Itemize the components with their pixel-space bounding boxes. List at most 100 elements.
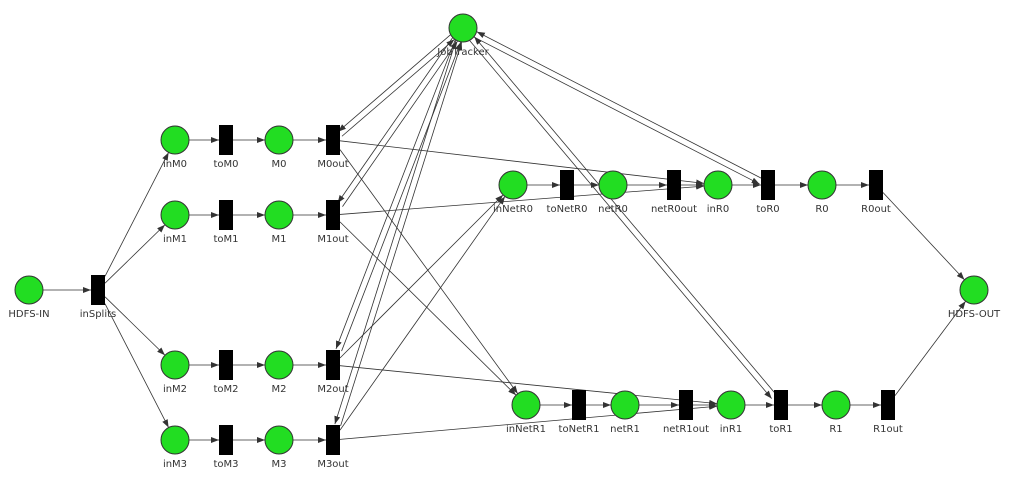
place-m3[interactable] (264, 425, 294, 455)
arc-insplits-to-inm1 (104, 224, 166, 284)
place-label-hdfs-out: HDFS-OUT (948, 309, 1001, 320)
arc-m1out-to-inr0 (339, 183, 705, 215)
place-inm3[interactable] (160, 425, 190, 455)
place-inr0[interactable] (703, 170, 733, 200)
transition-label-m2out: M2out (317, 384, 348, 395)
transition-label-tonetr0: toNetR0 (547, 204, 588, 215)
arc-m2out-to-jobtracker (341, 41, 462, 352)
transition-r0out[interactable] (869, 170, 883, 200)
transition-m3out[interactable] (326, 425, 340, 455)
arc-m3out-to-innetr0 (339, 196, 506, 431)
place-label-inr0: inR0 (707, 204, 729, 215)
place-m1[interactable] (264, 200, 294, 230)
place-label-netr0: netR0 (598, 204, 628, 215)
transition-netr1out[interactable] (679, 390, 693, 420)
arc-jobtracker-to-tor1 (469, 40, 773, 399)
place-r1[interactable] (821, 390, 851, 420)
place-label-inm1: inM1 (163, 234, 187, 245)
transition-m2out[interactable] (326, 350, 340, 380)
place-label-r1: R1 (829, 424, 842, 435)
place-netr1[interactable] (610, 390, 640, 420)
place-netr0[interactable] (598, 170, 628, 200)
place-m2[interactable] (264, 350, 294, 380)
arc-jobtracker-to-tor0 (473, 36, 760, 185)
arc-insplits-to-inm0 (104, 152, 169, 277)
transition-label-tor1: toR1 (769, 424, 792, 435)
nodes-layer (14, 13, 989, 455)
transition-label-tom2: toM2 (213, 384, 238, 395)
place-innetr0[interactable] (498, 170, 528, 200)
transition-label-netr1out: netR1out (663, 424, 709, 435)
transition-tom3[interactable] (219, 425, 233, 455)
transition-label-r1out: R1out (873, 424, 903, 435)
transition-label-insplits: inSplits (80, 309, 117, 320)
place-hdfs-in[interactable] (14, 275, 44, 305)
arc-tor0-to-jobtracker (476, 31, 763, 180)
arc-m2out-to-inr1 (339, 365, 718, 406)
transition-label-r0out: R0out (861, 204, 891, 215)
arc-m0out-to-innetr1 (339, 149, 519, 394)
arc-r1out-to-hdfs-out (894, 300, 966, 396)
transition-label-m0out: M0out (317, 159, 348, 170)
transition-m0out[interactable] (326, 125, 340, 155)
place-hdfs-out[interactable] (959, 275, 989, 305)
transition-tom1[interactable] (219, 200, 233, 230)
place-label-m1: M1 (272, 234, 287, 245)
arc-insplits-to-inm3 (104, 303, 169, 428)
transition-m1out[interactable] (326, 200, 340, 230)
place-label-inm3: inM3 (163, 459, 187, 470)
transition-label-tonetr1: toNetR1 (559, 424, 600, 435)
place-label-netr1: netR1 (610, 424, 640, 435)
arc-jobtracker-to-m3out (334, 40, 457, 425)
arc-tor1-to-jobtracker (474, 36, 777, 396)
place-label-m2: M2 (272, 384, 287, 395)
place-m0[interactable] (264, 125, 294, 155)
transition-label-tom3: toM3 (213, 459, 238, 470)
arc-jobtracker-to-m2out (335, 39, 456, 350)
transition-label-tor0: toR0 (756, 204, 779, 215)
place-inm1[interactable] (160, 200, 190, 230)
arcs-layer (43, 31, 966, 443)
place-innetr1[interactable] (511, 390, 541, 420)
transition-tor1[interactable] (774, 390, 788, 420)
place-inr1[interactable] (716, 390, 746, 420)
transition-netr0out[interactable] (667, 170, 681, 200)
place-label-r0: R0 (815, 204, 828, 215)
place-label-inm0: inM0 (163, 159, 187, 170)
place-jobtracker[interactable] (448, 13, 478, 43)
place-label-hdfs-in: HDFS-IN (8, 309, 49, 320)
place-label-innetr0: inNetR0 (493, 204, 533, 215)
transition-label-tom0: toM0 (213, 159, 238, 170)
place-inm2[interactable] (160, 350, 190, 380)
transition-label-netr0out: netR0out (651, 204, 697, 215)
arc-m1out-to-innetr1 (339, 221, 517, 396)
arc-m3out-to-inr1 (339, 403, 718, 440)
transition-tom0[interactable] (219, 125, 233, 155)
transition-tor0[interactable] (761, 170, 775, 200)
arc-m0out-to-inr0 (339, 140, 705, 186)
transition-tonetr0[interactable] (560, 170, 574, 200)
place-r0[interactable] (807, 170, 837, 200)
arc-m1out-to-jobtracker (342, 40, 458, 207)
place-label-innetr1: inNetR1 (506, 424, 546, 435)
transition-insplits[interactable] (91, 275, 105, 305)
transition-label-tom1: toM1 (213, 234, 238, 245)
place-label-inr1: inR1 (720, 424, 742, 435)
transition-label-m3out: M3out (317, 459, 348, 470)
arc-jobtracker-to-m1out (337, 37, 453, 204)
place-inm0[interactable] (160, 125, 190, 155)
arc-insplits-to-inm2 (104, 296, 166, 356)
place-label-m3: M3 (272, 459, 287, 470)
transition-r1out[interactable] (881, 390, 895, 420)
transition-label-m1out: M1out (317, 234, 348, 245)
arc-m0out-to-jobtracker (341, 39, 455, 137)
transition-tonetr1[interactable] (572, 390, 586, 420)
arc-m2out-to-innetr0 (339, 194, 504, 359)
transition-tom2[interactable] (219, 350, 233, 380)
arc-r0out-to-hdfs-out (882, 192, 965, 281)
place-label-jobtracker: JobTracker (436, 47, 489, 58)
place-label-m0: M0 (272, 159, 287, 170)
arc-jobtracker-to-m0out (337, 34, 451, 132)
